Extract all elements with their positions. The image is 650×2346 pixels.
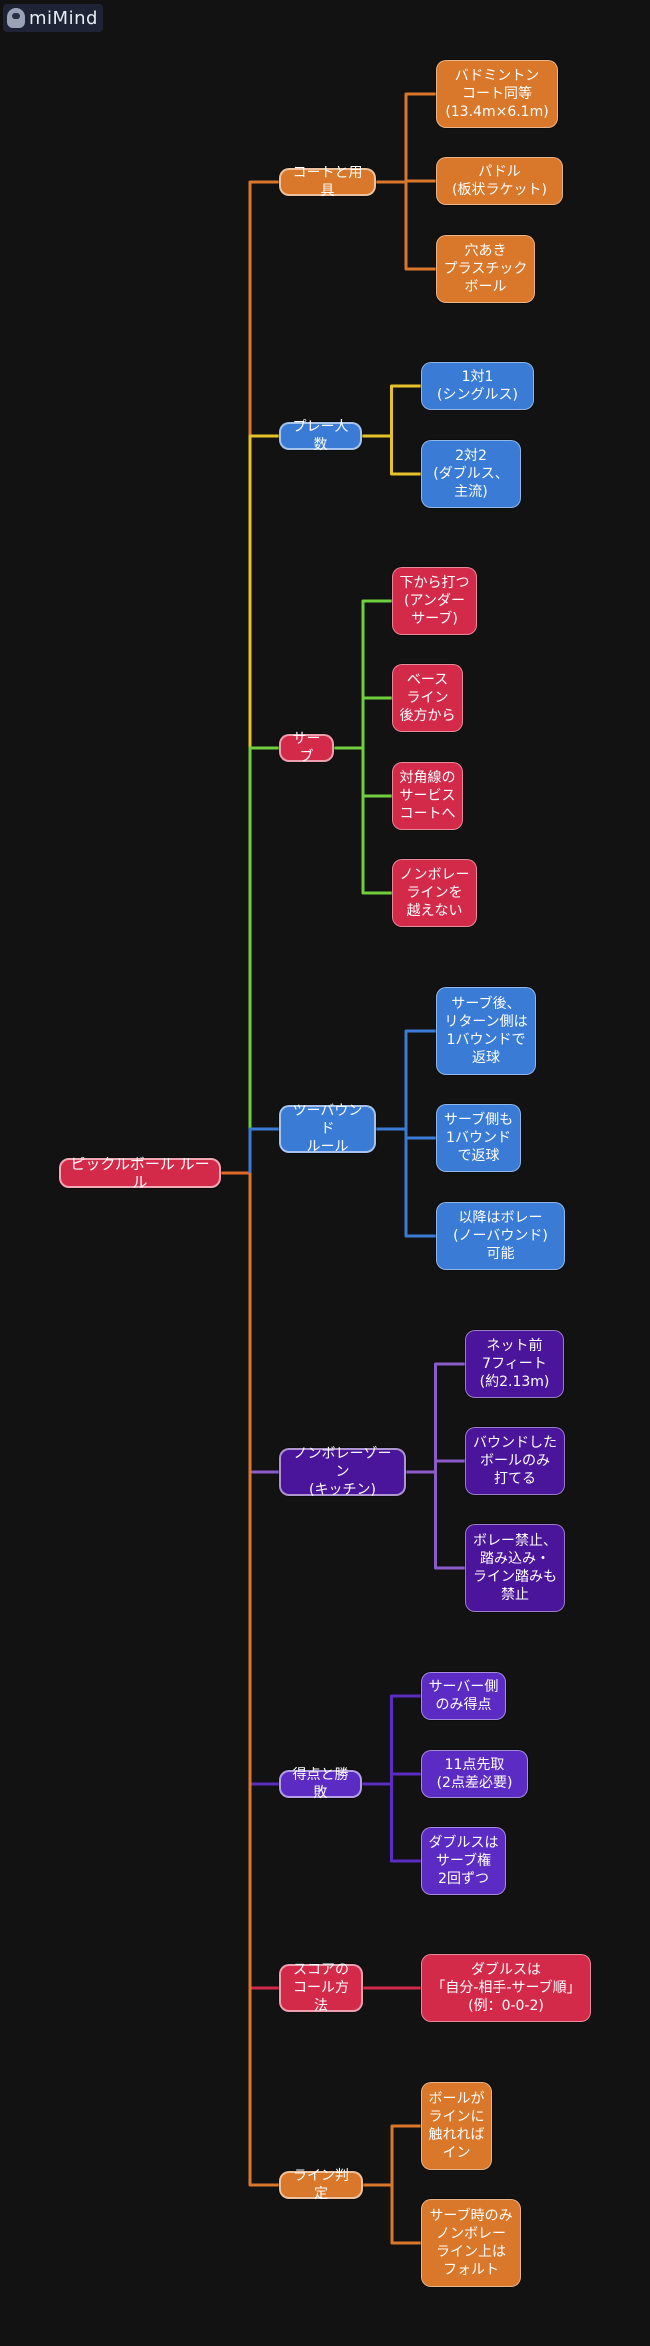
connector-line — [404, 1029, 436, 1129]
connector-line — [248, 1173, 279, 2187]
branch-line-call[interactable]: ライン判定 — [279, 2168, 363, 2202]
branch-two-bounce-rule[interactable]: ツーバウンド ルール — [279, 1103, 376, 1155]
connector-line — [390, 1772, 421, 1784]
app-name: miMind — [29, 7, 98, 29]
leaf-volley-allowed[interactable]: 以降はボレー (ノーバウンド) 可能 — [436, 1202, 565, 1270]
leaf-doubles[interactable]: 2対2 (ダブルス、 主流) — [421, 440, 521, 508]
branch-non-volley-zone[interactable]: ノンボレーゾーン (キッチン) — [279, 1446, 406, 1498]
branch-scoring[interactable]: 得点と勝敗 — [279, 1767, 362, 1801]
connector-line — [434, 1459, 465, 1472]
leaf-court-size[interactable]: バドミントン コート同等 (13.4m×6.1m) — [436, 60, 558, 128]
leaf-ball[interactable]: 穴あき プラスチック ボール — [436, 235, 535, 303]
leaf-paddle[interactable]: パドル (板状ラケット) — [436, 157, 563, 205]
app-brand: miMind — [3, 4, 103, 32]
connector-line — [434, 1472, 465, 1570]
connector-line — [390, 1694, 421, 1784]
leaf-line-touch-in[interactable]: ボールが ラインに 触れれば イン — [421, 2082, 492, 2170]
connector-line — [434, 1362, 465, 1472]
leaf-behind-baseline[interactable]: ベース ライン 後方から — [392, 664, 463, 732]
leaf-diagonal-court[interactable]: 対角線の サービス コートへ — [392, 762, 463, 830]
connector-line — [248, 1127, 279, 1173]
connector-line — [361, 748, 392, 895]
leaf-singles[interactable]: 1対1 (シングルス) — [421, 362, 534, 410]
branch-court-equipment[interactable]: コートと用具 — [279, 165, 376, 199]
connector-line — [361, 748, 392, 798]
mimind-logo-icon — [7, 8, 25, 28]
branch-score-call[interactable]: スコアの コール方法 — [279, 1962, 363, 2014]
connector-line — [390, 1784, 421, 1863]
leaf-bounced-ball-only[interactable]: バウンドした ボールのみ 打てる — [465, 1427, 565, 1495]
connector-line — [248, 746, 279, 1173]
leaf-seven-feet[interactable]: ネット前 7フィート (約2.13m) — [465, 1330, 564, 1398]
connector-line — [361, 599, 392, 748]
connector-line — [361, 696, 392, 748]
leaf-not-cross-nvz-line[interactable]: ノンボレー ラインを 越えない — [392, 859, 477, 927]
leaf-server-one-bounce[interactable]: サーブ側も 1バウンド で返球 — [436, 1104, 521, 1172]
leaf-server-scores-only[interactable]: サーバー側 のみ得点 — [421, 1672, 506, 1720]
leaf-underhand-serve[interactable]: 下から打つ (アンダー サーブ) — [392, 567, 477, 635]
leaf-serve-nvz-fault[interactable]: サーブ時のみ ノンボレー ライン上は フォルト — [421, 2199, 521, 2287]
connector-line — [248, 180, 279, 1173]
leaf-no-volley-no-step[interactable]: ボレー禁止、 踏み込み・ ライン踏みも 禁止 — [465, 1524, 565, 1612]
root-node[interactable]: ピックルボール ルール — [59, 1155, 221, 1191]
connector-line — [390, 2124, 421, 2185]
connector-line — [404, 1129, 436, 1238]
connector-line — [248, 434, 279, 1173]
leaf-two-serves[interactable]: ダブルスは サーブ権 2回ずつ — [421, 1827, 506, 1895]
connector-line — [248, 1173, 279, 1474]
connector-line — [390, 436, 421, 476]
connector-line — [248, 1173, 279, 1786]
leaf-call-order[interactable]: ダブルスは 「自分-相手-サーブ順」 (例：0-0-2) — [421, 1954, 591, 2022]
connector-line — [404, 1129, 436, 1140]
connector-line — [404, 179, 436, 183]
connector-line — [390, 384, 421, 436]
connector-line — [404, 92, 436, 182]
leaf-return-one-bounce[interactable]: サーブ後、 リターン側は 1バウンドで 返球 — [436, 987, 536, 1075]
connector-line — [404, 182, 436, 271]
branch-players[interactable]: プレー人数 — [279, 419, 362, 453]
connector-line — [248, 1173, 279, 1990]
leaf-eleven-points[interactable]: 11点先取 (2点差必要) — [421, 1750, 528, 1798]
branch-serve[interactable]: サーブ — [279, 731, 334, 765]
connector-line — [390, 2185, 421, 2245]
